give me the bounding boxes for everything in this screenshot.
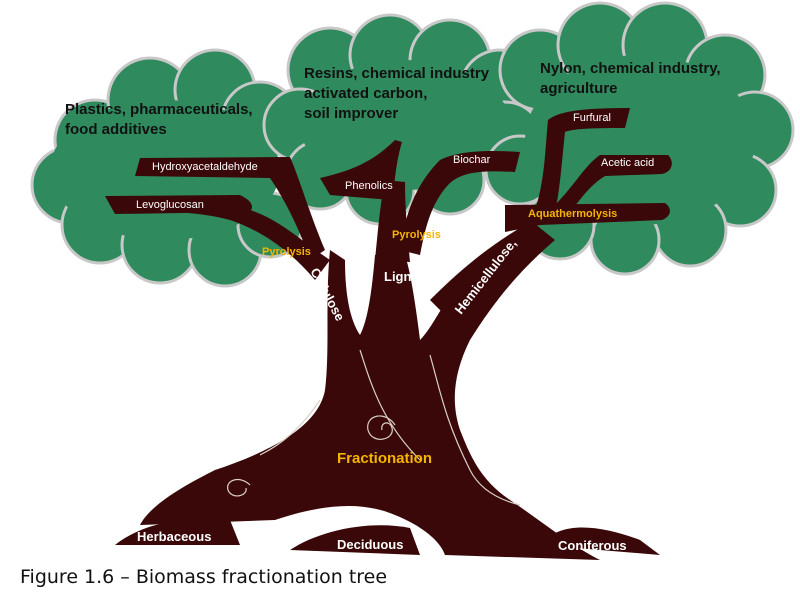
root-herbaceous: [115, 518, 240, 545]
tree: [105, 108, 672, 560]
label-herbaceous: Herbaceous: [137, 529, 211, 544]
branch-acetic-acid: [555, 155, 672, 212]
root-deciduous: [290, 525, 420, 555]
limb-lignin: [375, 180, 410, 262]
cloud-right-text: Nylon, chemical industry, agriculture: [540, 60, 725, 97]
cloud-middle-text: Resins, chemical industry activated carb…: [304, 65, 493, 122]
cloud-left-line-2: food additives: [65, 121, 167, 138]
branch-hydroxyacetaldehyde: [135, 157, 325, 260]
figure-caption: Figure 1.6 – Biomass fractionation tree: [20, 566, 388, 588]
cloud-middle-line-2: activated carbon,: [304, 85, 427, 102]
label-acetic-acid: Acetic acid: [601, 157, 654, 169]
label-coniferous: Coniferous: [558, 538, 627, 553]
label-pyrolysis-cellulose: Pyrolysis: [262, 246, 311, 258]
label-hydroxyacetaldehyde: Hydroxyacetaldehyde: [152, 161, 258, 173]
label-furfural: Furfural: [573, 112, 611, 124]
label-biochar: Biochar: [453, 154, 491, 166]
branch-furfural: [535, 108, 630, 212]
trunk: [140, 220, 600, 560]
cloud-middle-line-1: Resins, chemical industry: [304, 65, 490, 82]
cloud-left-text: Plastics, pharmaceuticals, food additive…: [65, 101, 257, 138]
label-phenolics: Phenolics: [345, 180, 393, 192]
label-deciduous: Deciduous: [337, 537, 403, 552]
cloud-right: [484, 1, 795, 276]
cloud-right-line-1: Nylon, chemical industry,: [540, 60, 721, 77]
cloud-middle-line-3: soil improver: [304, 105, 398, 122]
foliage: [30, 1, 795, 288]
branch-phenolics: [320, 140, 402, 200]
trunk-swirls: [227, 349, 521, 506]
cloud-left-line-1: Plastics, pharmaceuticals,: [65, 101, 253, 118]
label-levoglucosan: Levoglucosan: [136, 199, 204, 211]
limb-hemicellulose: [430, 225, 545, 320]
branch-levoglucosan: [105, 195, 252, 214]
label-lignin: Lignin: [384, 269, 423, 284]
label-aquathermolysis: Aquathermolysis: [528, 208, 617, 220]
cloud-right-line-2: agriculture: [540, 80, 618, 97]
branch-biochar: [400, 150, 520, 255]
root-coniferous: [540, 527, 660, 555]
label-pyrolysis-lignin: Pyrolysis: [392, 229, 441, 241]
label-fractionation: Fractionation: [337, 450, 432, 467]
